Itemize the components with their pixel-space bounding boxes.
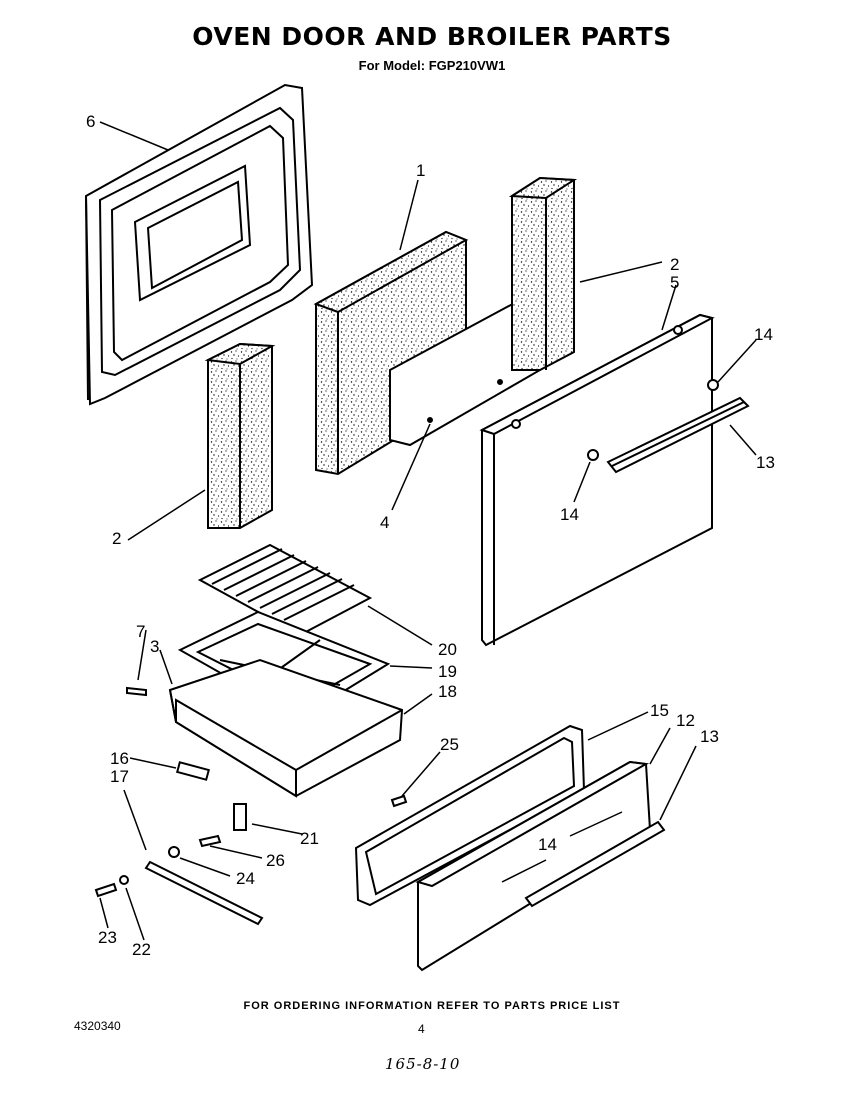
callout-17: 17 [110, 767, 129, 786]
callout-12: 12 [676, 711, 695, 730]
callout-3: 3 [150, 637, 159, 656]
broiler-handle-part-13 [524, 820, 666, 908]
callout-23: 23 [98, 928, 117, 947]
page-number: 4 [418, 1022, 425, 1036]
callout-20: 20 [438, 640, 457, 659]
callout-14-mid: 14 [560, 505, 579, 524]
callout-14-bottom: 14 [538, 835, 557, 854]
callout-1: 1 [416, 161, 425, 180]
callout-labels: 6 1 2 5 14 13 14 4 2 20 19 18 7 3 16 17 … [86, 112, 775, 959]
callout-24: 24 [236, 869, 255, 888]
inner-door-panel-part-6 [84, 83, 314, 406]
leader-lines [99, 121, 757, 941]
broiler-drawer-part-18 [168, 658, 404, 798]
callout-13-bottom: 13 [700, 727, 719, 746]
insulation-block-part-2-right [508, 176, 578, 371]
callout-6: 6 [86, 112, 95, 131]
insulation-block-part-2-left [204, 342, 276, 529]
handle-spacers-part-14 [587, 379, 719, 461]
callout-21: 21 [300, 829, 319, 848]
ordering-info-note: FOR ORDERING INFORMATION REFER TO PARTS … [243, 1000, 621, 1012]
callout-5: 5 [670, 273, 679, 292]
callout-2-top: 2 [670, 255, 679, 274]
small-hardware [94, 686, 408, 926]
callout-22: 22 [132, 940, 151, 959]
callout-14-right: 14 [754, 325, 773, 344]
model-subtitle: For Model: FGP210VW1 [358, 58, 506, 73]
broiler-grid-part-20 [197, 543, 373, 637]
door-handle-part-13 [606, 396, 750, 474]
callout-26: 26 [266, 851, 285, 870]
page-title: OVEN DOOR AND BROILER PARTS [192, 22, 672, 51]
callout-2-left: 2 [112, 529, 121, 548]
callout-4: 4 [380, 513, 389, 532]
callout-25: 25 [440, 735, 459, 754]
callout-18: 18 [438, 682, 457, 701]
callout-19: 19 [438, 662, 457, 681]
outer-door-part-5 [479, 313, 715, 647]
callout-7: 7 [136, 622, 145, 641]
callout-15: 15 [650, 701, 669, 720]
document-number: 4320340 [74, 1019, 121, 1033]
broiler-door-liner-part-15 [354, 724, 586, 907]
callout-13-top: 13 [756, 453, 775, 472]
handwritten-note: 165-8-10 [385, 1055, 461, 1073]
callout-16: 16 [110, 749, 129, 768]
